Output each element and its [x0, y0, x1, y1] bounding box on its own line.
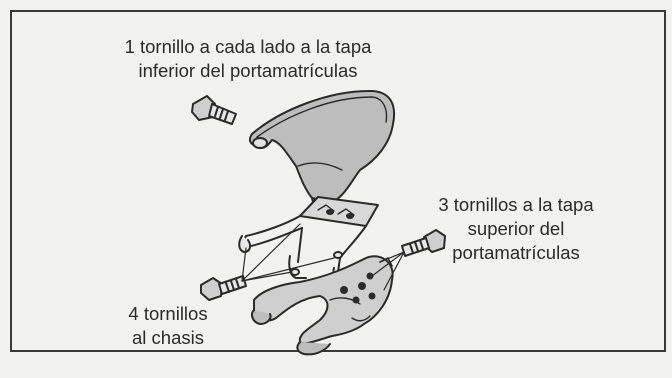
label-line: inferior del portamatrículas — [138, 60, 358, 81]
frame-right-edge — [664, 10, 666, 350]
lower-cover-part — [248, 89, 395, 211]
diagram-frame — [10, 10, 666, 350]
label-line: superior del — [467, 218, 565, 239]
label-lower-cover-screws: 1 tornillo a cada lado a la tapa inferio… — [78, 35, 418, 83]
leader-lines-upper-cover — [371, 251, 405, 291]
leader-lines-chassis — [241, 223, 335, 282]
screw-top-left — [191, 95, 237, 125]
label-line: 3 tornillos a la tapa — [438, 194, 594, 215]
label-line: 4 tornillos — [128, 303, 208, 324]
label-line: portamatrículas — [452, 242, 580, 263]
label-line: 1 tornillo a cada lado a la tapa — [124, 36, 372, 57]
label-upper-cover-screws: 3 tornillos a la tapa superior del porta… — [410, 193, 622, 265]
screw-chassis — [200, 275, 247, 301]
upper-cover-part — [251, 255, 394, 356]
upper-bracket-part — [238, 196, 379, 281]
frame-bottom-edge — [10, 350, 666, 352]
screw-upper-cover — [401, 229, 446, 257]
label-chassis-screws: 4 tornillos al chasis — [108, 302, 228, 350]
label-line: al chasis — [132, 327, 204, 348]
